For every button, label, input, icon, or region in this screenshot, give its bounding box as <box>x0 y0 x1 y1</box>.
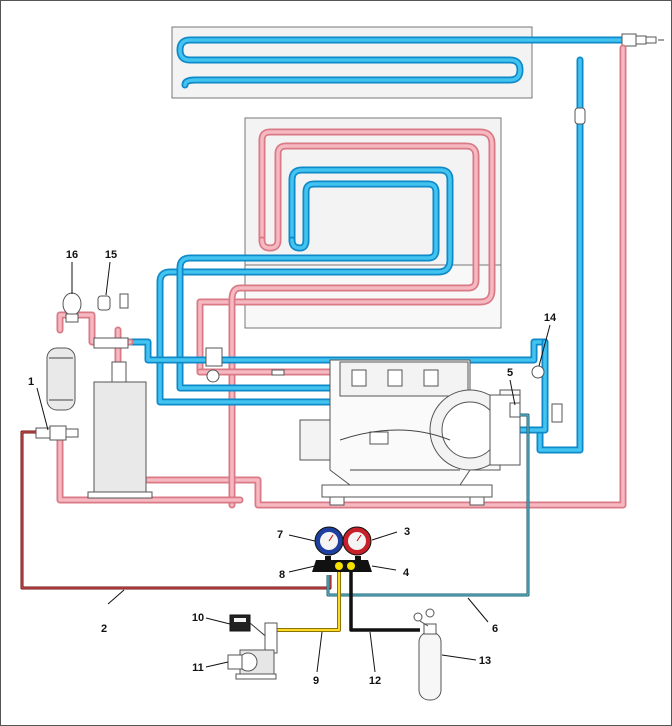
callout-2: 2 <box>101 623 107 635</box>
condenser-coil <box>156 117 502 509</box>
callout-1: 1 <box>28 376 34 388</box>
callout-16: 16 <box>66 249 78 261</box>
callout-10: 10 <box>192 612 204 624</box>
callout-9: 9 <box>313 675 319 687</box>
callout-6: 6 <box>492 623 498 635</box>
filter-drier-icon <box>46 347 76 411</box>
suction-line-top <box>126 338 549 364</box>
scale <box>229 614 271 641</box>
callout-4: 4 <box>403 567 410 579</box>
callout-3: 3 <box>404 526 410 538</box>
solenoid-valve-icon <box>97 295 111 311</box>
receiver-assembly <box>35 292 244 504</box>
nitrogen-cylinder <box>413 608 442 701</box>
evaporator-coil <box>171 26 664 99</box>
callout-7: 7 <box>277 529 283 541</box>
nitrogen-hose <box>349 572 420 632</box>
valve-block-icon <box>205 347 223 367</box>
callout-11: 11 <box>192 662 204 674</box>
callout-14: 14 <box>544 312 557 324</box>
moisture-indicator-icon <box>62 292 82 316</box>
vacuum-pump <box>227 622 278 680</box>
receiver-tank <box>93 381 147 495</box>
callout-13: 13 <box>479 655 491 667</box>
high-side-hose <box>20 430 332 590</box>
callout-12: 12 <box>369 675 381 687</box>
pressure-switch-icon <box>531 365 545 379</box>
expansion-valve-icon <box>621 33 664 47</box>
callout-5: 5 <box>507 367 513 379</box>
manifold-gauge <box>312 526 372 572</box>
callout-15: 15 <box>105 249 117 261</box>
service-port-icon <box>509 402 521 418</box>
sight-glass-icon <box>574 107 586 125</box>
compressor <box>299 359 521 506</box>
callouts: 1 2 3 4 5 6 7 8 9 10 11 12 13 14 15 16 <box>28 249 557 687</box>
callout-8: 8 <box>279 569 285 581</box>
